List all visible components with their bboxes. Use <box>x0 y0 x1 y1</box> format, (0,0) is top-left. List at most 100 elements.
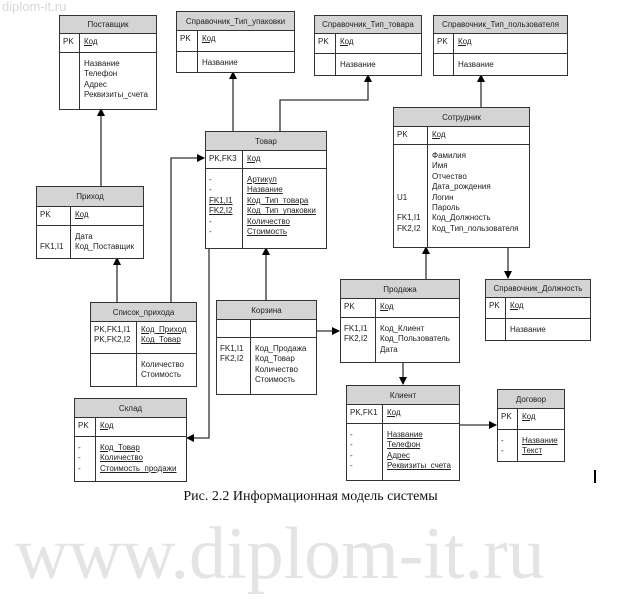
key-label: FK1,I1 <box>220 344 244 353</box>
key-label: - <box>209 175 212 184</box>
key-label: PK <box>397 130 408 139</box>
entity-title: Договор <box>498 390 564 409</box>
field-name: Код <box>510 301 524 310</box>
entity-title: Продажа <box>341 280 459 299</box>
field-column: Название <box>336 54 421 75</box>
field-column: Код <box>383 405 459 423</box>
attributes-section: Название <box>486 319 590 340</box>
field-name: Код <box>380 302 394 311</box>
field-name: Адрес <box>387 450 410 460</box>
field-name: Название <box>202 58 238 67</box>
key-label: U1 <box>397 192 408 202</box>
field-column: Код <box>198 31 294 51</box>
field-name: Название <box>522 436 558 445</box>
primary-key-section: PK Код <box>341 299 459 318</box>
key-label: - <box>501 446 504 456</box>
entity-title: Сотрудник <box>394 108 529 127</box>
key-label: PK <box>63 37 74 46</box>
field-name <box>255 323 316 333</box>
field-column: Код <box>80 34 156 52</box>
field-name: Имя <box>432 161 448 171</box>
primary-key-section: PK Код <box>75 418 186 437</box>
key-label: FK2,I2 <box>209 206 233 216</box>
key-label <box>180 58 197 68</box>
field-column: Код <box>428 127 529 144</box>
key-label: FK2,I2 <box>220 354 244 364</box>
attributes-section: Название <box>177 52 294 72</box>
key-label <box>94 370 136 380</box>
key-label <box>397 172 427 182</box>
key-column: PK,FK3 <box>206 151 243 168</box>
key-label: FK1,I1 <box>209 195 233 205</box>
key-label: PK <box>344 302 355 311</box>
field-name: Код <box>84 37 98 46</box>
key-label <box>437 60 453 70</box>
key-column: PK <box>75 418 96 436</box>
field-name: Текст <box>522 446 543 456</box>
primary-key-section: PK Код <box>394 127 529 145</box>
key-label: PK <box>437 37 448 46</box>
field-column: Код <box>376 299 459 317</box>
field-name: Название <box>387 430 423 439</box>
key-label: - <box>209 185 212 195</box>
key-label <box>397 161 427 171</box>
attributes-section: Название <box>315 54 421 75</box>
field-column: Код <box>243 151 326 168</box>
key-label: FK1,I1 <box>40 242 64 252</box>
key-label <box>220 375 250 385</box>
entity-title: Справочник_Тип_товара <box>315 16 421 34</box>
field-name: Код_Приход <box>141 325 187 334</box>
key-column: PK <box>498 409 518 429</box>
key-label: - <box>209 226 212 236</box>
primary-key-section <box>217 320 316 338</box>
field-name: Название <box>458 60 494 69</box>
key-label: FK2,I2 <box>344 334 368 344</box>
key-column: PK <box>60 34 80 52</box>
field-column: Код <box>96 418 186 436</box>
relationship-lines <box>97 71 512 442</box>
key-column: PK <box>486 298 506 318</box>
key-label: PK <box>78 421 89 430</box>
key-label <box>63 90 79 100</box>
field-name: Количество <box>100 453 143 463</box>
key-label: PK <box>180 34 191 43</box>
field-name: Пароль <box>432 202 460 212</box>
field-name: Код_Товар <box>255 354 295 364</box>
rel-spisok-tovar <box>170 154 205 302</box>
field-name: Количество <box>247 216 290 226</box>
key-label: - <box>350 430 353 439</box>
field-column: Код <box>518 409 564 429</box>
field-name: Количество <box>255 364 298 374</box>
key-label: - <box>209 216 212 226</box>
key-label: - <box>350 440 353 450</box>
entity-title: Корзина <box>217 301 316 320</box>
key-column <box>177 52 198 72</box>
field-name: Код_Товар <box>100 443 140 452</box>
entity-title: Клиент <box>347 386 459 405</box>
rel-tovar-tip-tovara <box>279 74 372 131</box>
